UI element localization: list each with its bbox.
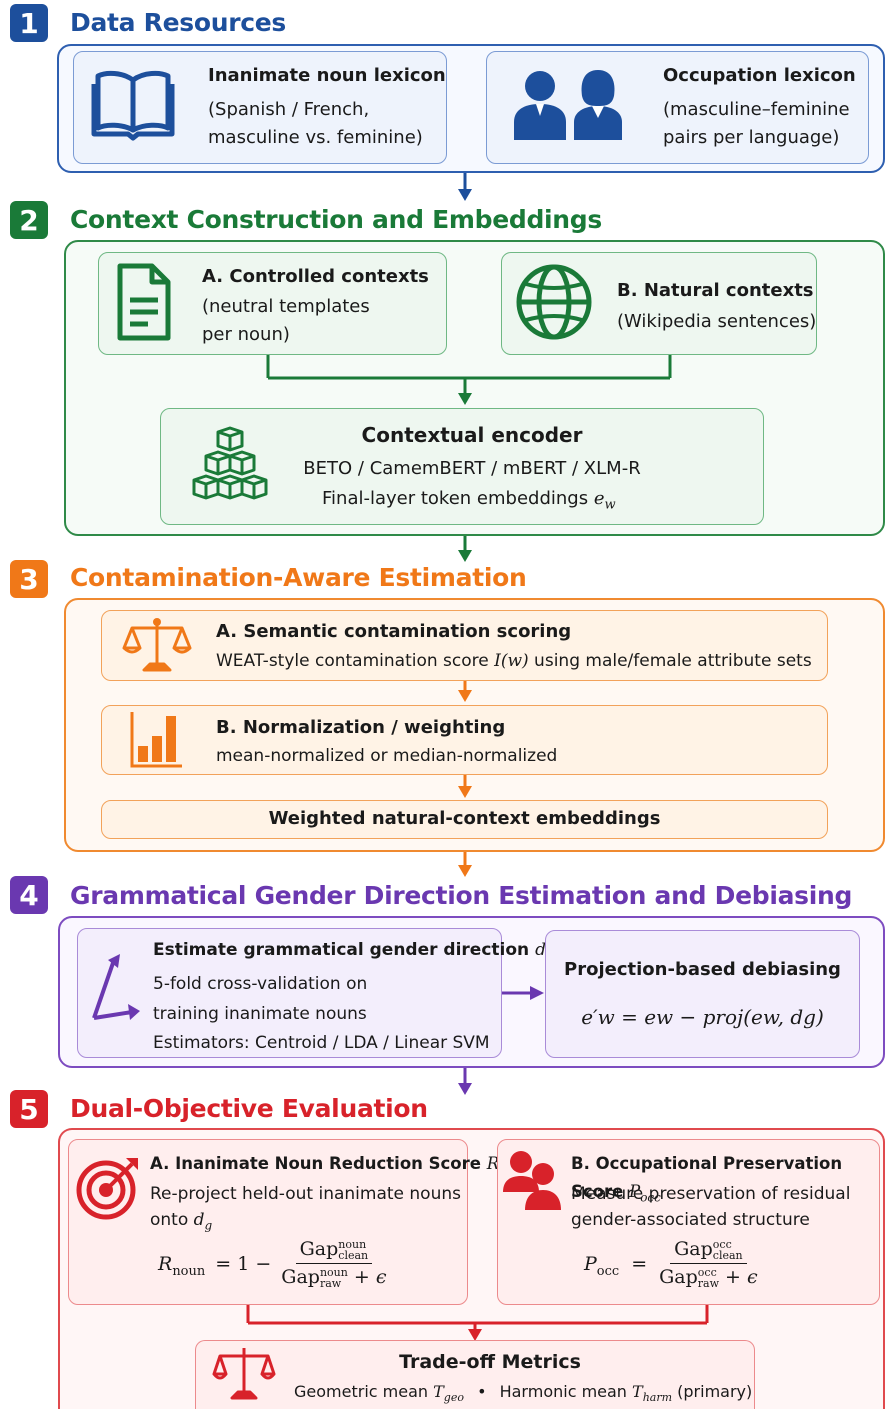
cv-line1: 5-fold cross-validation on: [153, 974, 368, 994]
step-2-badge: 2: [10, 201, 48, 239]
cubes-icon: [192, 426, 268, 500]
occupational-preservation-box: [497, 1139, 880, 1305]
direction-vectors-icon: [92, 954, 140, 1020]
controlled-contexts-box: [98, 252, 447, 355]
arrow-3a-to-3b: [458, 681, 472, 702]
tradeoff-metrics-box: [195, 1340, 755, 1409]
step-4-badge: 4: [10, 876, 48, 914]
occupation-lexicon-title: Occupation lexicon: [663, 65, 856, 86]
occupational-preservation-title: B. Occupational Preservation Score Pocc: [571, 1150, 885, 1211]
cv-line2: training inanimate nouns: [153, 1004, 367, 1024]
arrow-1-to-2: [458, 173, 472, 201]
arrow-3b-to-3c: [458, 775, 472, 798]
t-geo-symbol: Tgeo: [433, 1382, 464, 1405]
section-4-title: Grammatical Gender Direction Estimation …: [70, 881, 853, 910]
occupational-preservation-title-text: B. Occupational Preservation Score: [571, 1154, 843, 1201]
section-1-title: Data Resources: [70, 8, 286, 37]
step-1-badge: 1: [10, 4, 48, 42]
natural-contexts-title: B. Natural contexts: [617, 280, 814, 301]
weighted-embeddings-label: Weighted natural-context embeddings: [268, 808, 661, 829]
occupational-preservation-line2: gender-associated structure: [571, 1210, 810, 1230]
noun-lexicon-line2: masculine vs. feminine): [208, 127, 423, 148]
arrow-4-to-5: [458, 1068, 472, 1095]
bar-chart-icon: [130, 712, 182, 768]
encoder-output-line: Final-layer token embeddings ew: [322, 485, 616, 520]
embedding-symbol: ew: [593, 488, 616, 513]
document-icon: [117, 263, 171, 341]
contamination-scoring-desc: WEAT-style contamination score I(w) usin…: [216, 647, 812, 675]
noun-lexicon-title: Inanimate noun lexicon: [208, 65, 446, 86]
contamination-scoring-title: A. Semantic contamination scoring: [216, 621, 572, 642]
tradeoff-means: Geometric mean Tgeo • Harmonic mean Thar…: [294, 1378, 752, 1412]
tradeoff-title: Trade-off Metrics: [399, 1351, 581, 1373]
noun-reduction-title-text: A. Inanimate Noun Reduction Score: [150, 1154, 481, 1173]
contamination-desc-part2: using male/female attribute sets: [528, 651, 812, 671]
gender-direction-title: Estimate grammatical gender direction dg: [153, 936, 554, 969]
projection-formula: e′w = ew − proj(ew, dg): [581, 1005, 824, 1029]
noun-lexicon-line1: (Spanish / French,: [208, 99, 370, 120]
controlled-contexts-title: A. Controlled contexts: [202, 266, 429, 287]
gender-direction-box: [77, 928, 502, 1058]
gender-direction-title-text: Estimate grammatical gender direction: [153, 940, 530, 960]
t-harm-symbol: Tharm: [632, 1382, 673, 1405]
onto-text: onto: [150, 1210, 189, 1230]
occupation-lexicon-line1: (masculine–feminine: [663, 99, 850, 120]
contextual-encoder-box: [160, 408, 764, 525]
occupation-lexicon-line2: pairs per language): [663, 127, 840, 148]
step-3-badge: 3: [10, 560, 48, 598]
contamination-scoring-box: [101, 610, 828, 681]
primary-label: (primary): [677, 1382, 753, 1401]
contamination-desc-part1: WEAT-style contamination score: [216, 651, 495, 671]
merge-connector: [266, 355, 672, 405]
encoder-output-text: Final-layer token embeddings: [322, 488, 589, 509]
step-5-badge: 5: [10, 1090, 48, 1128]
arrow-2-to-3: [458, 536, 472, 562]
globe-icon: [516, 264, 592, 340]
encoder-title: Contextual encoder: [361, 423, 583, 447]
arrow-4-to-projection: [502, 986, 544, 1000]
encoder-models: BETO / CamemBERT / mBERT / XLM-R: [303, 458, 641, 479]
occupational-preservation-line1: Measure preservation of residual: [571, 1184, 851, 1204]
normalization-title: B. Normalization / weighting: [216, 717, 506, 738]
normalization-box: [101, 705, 828, 775]
scales-icon: [122, 618, 192, 672]
section-5-title: Dual-Objective Evaluation: [70, 1094, 428, 1123]
book-icon: [91, 70, 175, 141]
contamination-score-symbol: I(w): [494, 651, 529, 671]
noun-reduction-line1: Re-project held-out inanimate nouns: [150, 1184, 461, 1204]
harmonic-mean-label: Harmonic mean: [499, 1382, 627, 1401]
balance-scale-icon: [212, 1348, 276, 1400]
section-2-title: Context Construction and Embeddings: [70, 205, 602, 234]
geometric-mean-label: Geometric mean: [294, 1382, 429, 1401]
arrow-3-to-4: [458, 852, 472, 877]
p-occ-symbol: Pocc: [629, 1182, 661, 1205]
controlled-contexts-line1: (neutral templates: [202, 296, 370, 317]
noun-reduction-line2: onto dg: [150, 1206, 212, 1239]
section-3-title: Contamination-Aware Estimation: [70, 563, 527, 592]
weighted-embeddings-box: [101, 800, 828, 839]
merge-connector-5: [246, 1305, 709, 1341]
normalization-desc: mean-normalized or median-normalized: [216, 746, 558, 766]
projection-debiasing-title: Projection-based debiasing: [564, 959, 841, 980]
onto-direction-symbol: dg: [193, 1210, 213, 1233]
people-pair-icon: [503, 1151, 561, 1210]
natural-contexts-line1: (Wikipedia sentences): [617, 311, 817, 332]
estimators-line: Estimators: Centroid / LDA / Linear SVM: [153, 1033, 490, 1053]
bullet-separator: •: [477, 1382, 487, 1401]
controlled-contexts-line2: per noun): [202, 324, 290, 345]
people-icon: [514, 70, 622, 140]
projection-debiasing-box: [545, 930, 860, 1058]
target-icon: [76, 1158, 138, 1220]
